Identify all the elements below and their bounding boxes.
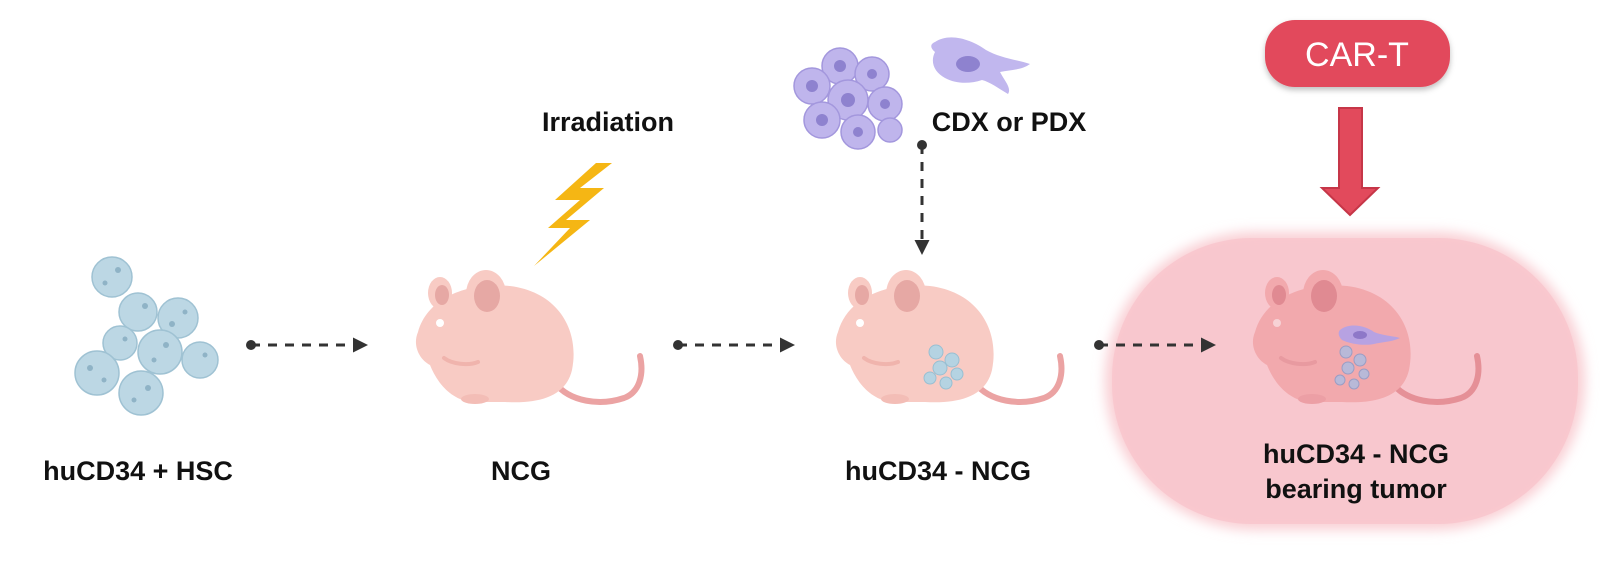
arrow-injection [914,140,930,255]
label-hucd34-hsc: huCD34 + HSC [43,456,233,486]
label-tumor-line1: huCD34 - NCG [1263,439,1449,469]
mouse-hucd34-ncg-icon [835,270,1065,405]
cart-badge: CAR-T [1265,20,1450,87]
label-tumor-line2: bearing tumor [1265,474,1447,504]
label-hucd34-ncg: huCD34 - NCG [845,456,1031,486]
tumor-cell-cluster-icon [793,47,903,150]
mouse-tumor-bearing-icon [1252,270,1482,405]
cart-label: CAR-T [1305,36,1409,74]
arrow-ncg-to-hucd34-ncg [673,337,795,353]
cart-arrow-down-icon [1319,107,1381,217]
hsc-cells-icon [74,256,219,416]
label-cdx-or-pdx: CDX or PDX [932,107,1087,137]
lightning-icon [534,163,612,266]
label-ncg: NCG [491,456,551,486]
engrafted-cells-tumor-icon [1334,345,1370,390]
arrow-hsc-to-ncg [246,337,368,353]
arrow-hucd34-ncg-to-tumor [1094,337,1216,353]
label-irradiation: Irradiation [542,107,674,137]
tumor-in-mouse-icon [1338,325,1400,345]
mouse-ncg-icon [415,270,645,405]
engrafted-cells-icon [923,344,964,390]
tumor-cell-icon [931,37,1030,94]
